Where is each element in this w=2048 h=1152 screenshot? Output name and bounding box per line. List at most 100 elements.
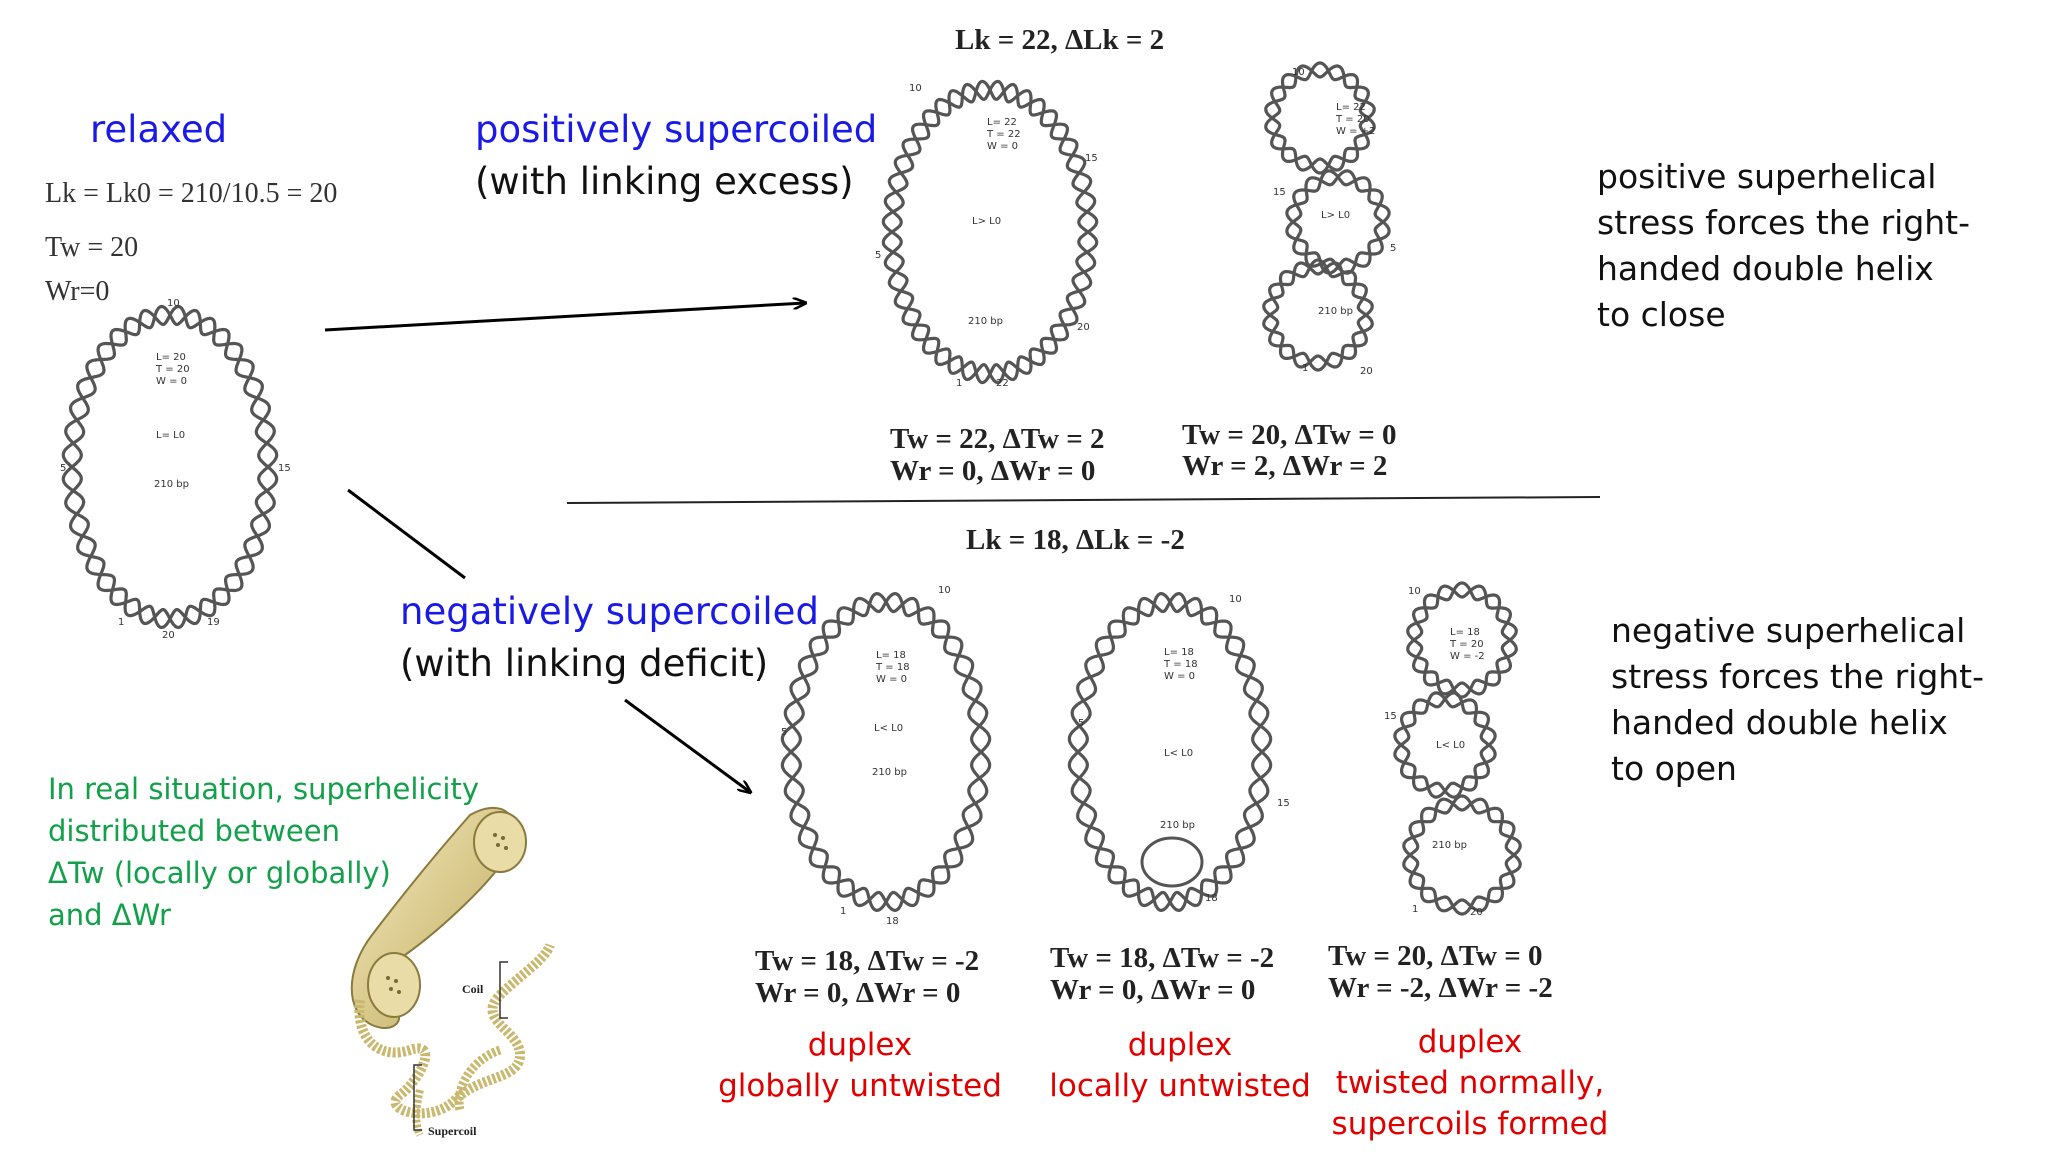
neg-b-caption-line: locally untwisted (1049, 1068, 1311, 1104)
pos-a-label-bottom-right: 20 (1077, 322, 1090, 333)
pos-b-inner-w: W = +2 (1336, 126, 1376, 137)
arrow-to-negative (624, 698, 750, 792)
relaxed-lk: Lk = Lk0 = 210/10.5 = 20 (45, 178, 338, 209)
pos-b-wr: Wr = 2, ΔWr = 2 (1182, 450, 1388, 482)
pos-a-inner-w: W = 0 (987, 141, 1018, 152)
real-situation-line: In real situation, superhelicity (48, 772, 480, 806)
arrow-segment-to-negative (347, 488, 466, 580)
pos-a-label-bottom-left: 1 (956, 378, 963, 389)
pos-a-inner-t: T = 22 (987, 129, 1021, 140)
relaxed-bp: 210 bp (154, 479, 189, 490)
neg-c-caption-line: twisted normally, (1335, 1065, 1605, 1101)
real-situation-line: distributed between (48, 814, 340, 848)
pos-a-tw: Tw = 22, ΔTw = 2 (890, 423, 1105, 455)
pos-a-wr: Wr = 0, ΔWr = 0 (890, 455, 1096, 487)
neg-a-caption-line: globally untwisted (718, 1068, 1002, 1104)
coil-label: Coil (462, 982, 484, 996)
pos-b-inner-l: L= 22 (1336, 102, 1366, 113)
neg-c-wr: Wr = -2, ΔWr = -2 (1328, 972, 1553, 1004)
neg-c-label-left: 15 (1384, 711, 1397, 722)
neg-b-inner-l: L= 18 (1164, 647, 1194, 658)
neg-a-center: L< L0 (874, 723, 904, 734)
neg-c-tw: Tw = 20, ΔTw = 0 (1328, 940, 1543, 972)
neg-c-caption: duplex twisted normally, supercoils form… (1320, 1022, 1620, 1145)
telephone-illustration (350, 806, 555, 1137)
positive-desc-line: handed double helix (1597, 249, 1934, 288)
neg-a-inner-t: T = 18 (876, 662, 910, 673)
neg-b-caption: duplex locally untwisted (1030, 1025, 1330, 1107)
negative-desc-line: stress forces the right- (1611, 657, 1985, 696)
neg-b-inner-w: W = 0 (1164, 671, 1195, 682)
negative-c-helix-lobe-top (1406, 581, 1518, 699)
positive-lk: Lk = 22, ΔLk = 2 (955, 24, 1165, 56)
negative-heading: negatively supercoiled (400, 590, 819, 633)
pos-b-bp: 210 bp (1318, 306, 1353, 317)
neg-c-label-top: 10 (1408, 586, 1421, 597)
neg-b-wr: Wr = 0, ΔWr = 0 (1050, 974, 1256, 1006)
relaxed-inner-w: W = 0 (156, 376, 187, 387)
arrow-to-positive (324, 303, 805, 332)
neg-c-inner-t: T = 20 (1450, 639, 1484, 650)
neg-a-label-bottom: 18 (886, 916, 899, 927)
relaxed-center: L= L0 (156, 430, 186, 441)
pos-a-label-left: 5 (875, 250, 882, 261)
negative-b-helix-loop (1067, 591, 1273, 913)
positive-subheading: (with linking excess) (475, 160, 854, 203)
negative-a-helix-loop (780, 591, 992, 913)
neg-a-caption: duplex globally untwisted (710, 1025, 1010, 1107)
positive-b-helix-lobe-top (1264, 61, 1376, 175)
pos-a-inner-l: L= 22 (987, 117, 1017, 128)
negative-c-helix-lobe-bottom (1402, 794, 1522, 916)
neg-a-inner-l: L= 18 (876, 650, 906, 661)
neg-c-center: L< L0 (1436, 740, 1466, 751)
neg-c-caption-line: supercoils formed (1331, 1106, 1609, 1142)
neg-c-inner-l: L= 18 (1450, 627, 1480, 638)
pos-b-label-bottom: 20 (1360, 366, 1373, 377)
relaxed-label-right: 15 (278, 463, 291, 474)
neg-a-inner-w: W = 0 (876, 674, 907, 685)
positive-b-helix-lobe-mid (1285, 169, 1391, 275)
negative-desc-line: to open (1611, 749, 1737, 788)
negative-b-unwound-bubble (1140, 836, 1204, 888)
positive-b-helix-lobe-bottom (1262, 258, 1374, 372)
neg-a-label-bottom-left: 1 (840, 906, 847, 917)
negative-lk: Lk = 18, ΔLk = -2 (966, 524, 1185, 556)
positive-heading: positively supercoiled (475, 108, 878, 151)
pos-a-label-right: 15 (1085, 153, 1098, 164)
relaxed-helix-loop (61, 304, 279, 630)
relaxed-wr: Wr=0 (45, 276, 110, 307)
relaxed-inner-t: T = 20 (156, 364, 190, 375)
negative-description: negative superhelical stress forces the … (1611, 608, 1984, 792)
relaxed-label-bottom-right: 19 (207, 617, 220, 628)
supercoil-label: Supercoil (428, 1124, 477, 1138)
neg-a-wr: Wr = 0, ΔWr = 0 (755, 977, 961, 1009)
neg-b-label-top: 10 (1229, 594, 1242, 605)
neg-a-label-top: 10 (938, 585, 951, 596)
positive-a-helix-loop (881, 79, 1099, 385)
section-divider (566, 496, 1601, 504)
neg-c-bp: 210 bp (1432, 840, 1467, 851)
positive-desc-line: stress forces the right- (1597, 203, 1971, 242)
pos-b-tw: Tw = 20, ΔTw = 0 (1182, 419, 1397, 451)
neg-b-label-bottom: 18 (1205, 893, 1218, 904)
helix-layer (61, 61, 1522, 916)
negative-c-helix-lobe-mid (1393, 691, 1497, 799)
pos-a-center: L> L0 (972, 216, 1002, 227)
neg-c-label-bottom-left: 1 (1412, 904, 1419, 915)
real-situation-note: In real situation, superhelicity distrib… (48, 768, 479, 936)
neg-b-label-right: 15 (1277, 798, 1290, 809)
negative-desc-line: handed double helix (1611, 703, 1948, 742)
pos-a-label-top: 10 (909, 83, 922, 94)
real-situation-line: ΔTw (locally or globally) (48, 856, 391, 890)
relaxed-inner-l: L= 20 (156, 352, 186, 363)
pos-b-label-right: 5 (1390, 243, 1397, 254)
pos-b-inner-t: T = 20 (1336, 114, 1370, 125)
pos-a-bp: 210 bp (968, 316, 1003, 327)
relaxed-label-bottom-left: 1 (118, 617, 125, 628)
relaxed-tw: Tw = 20 (45, 232, 139, 263)
negative-desc-line: negative superhelical (1611, 611, 1966, 650)
neg-c-inner-w: W = -2 (1450, 651, 1485, 662)
positive-desc-line: positive superhelical (1597, 157, 1937, 196)
pos-b-label-left: 15 (1273, 187, 1286, 198)
